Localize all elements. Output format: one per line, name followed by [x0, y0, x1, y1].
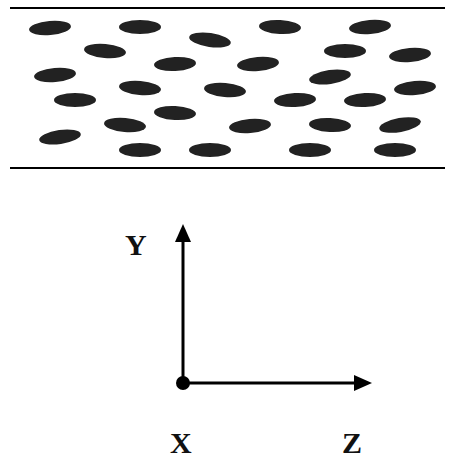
- particle: [203, 81, 246, 99]
- particle: [236, 55, 279, 73]
- particle: [189, 143, 231, 157]
- particle: [28, 19, 71, 37]
- particle: [289, 143, 331, 157]
- particle: [259, 19, 302, 35]
- particle: [388, 46, 431, 64]
- particle: [308, 67, 352, 87]
- particle: [154, 105, 197, 121]
- y-axis: [182, 238, 185, 383]
- axis-label: Y: [125, 230, 147, 260]
- top-plate: [10, 7, 445, 9]
- y-arrowhead: [175, 224, 191, 242]
- x-axis-dot: [176, 376, 190, 390]
- particle: [38, 127, 82, 147]
- particle: [188, 30, 232, 50]
- particle: [54, 93, 96, 107]
- particle: [344, 92, 387, 108]
- particle: [118, 79, 161, 97]
- z-arrowhead: [354, 375, 372, 391]
- particle: [374, 143, 416, 157]
- particle: [103, 116, 146, 134]
- axis-label: X: [170, 428, 192, 458]
- particle: [154, 56, 197, 72]
- bottom-plate: [10, 167, 445, 169]
- particle: [393, 79, 436, 97]
- particle: [348, 18, 391, 36]
- z-axis: [183, 382, 357, 385]
- particle: [324, 44, 366, 58]
- particle: [119, 143, 161, 157]
- particle: [33, 66, 76, 84]
- particle: [309, 117, 352, 133]
- particle: [119, 20, 161, 34]
- particle: [83, 42, 126, 60]
- particle: [378, 114, 422, 135]
- axis-label: Z: [342, 428, 362, 458]
- particle: [274, 92, 317, 108]
- particles: [28, 18, 436, 157]
- particle: [228, 117, 271, 135]
